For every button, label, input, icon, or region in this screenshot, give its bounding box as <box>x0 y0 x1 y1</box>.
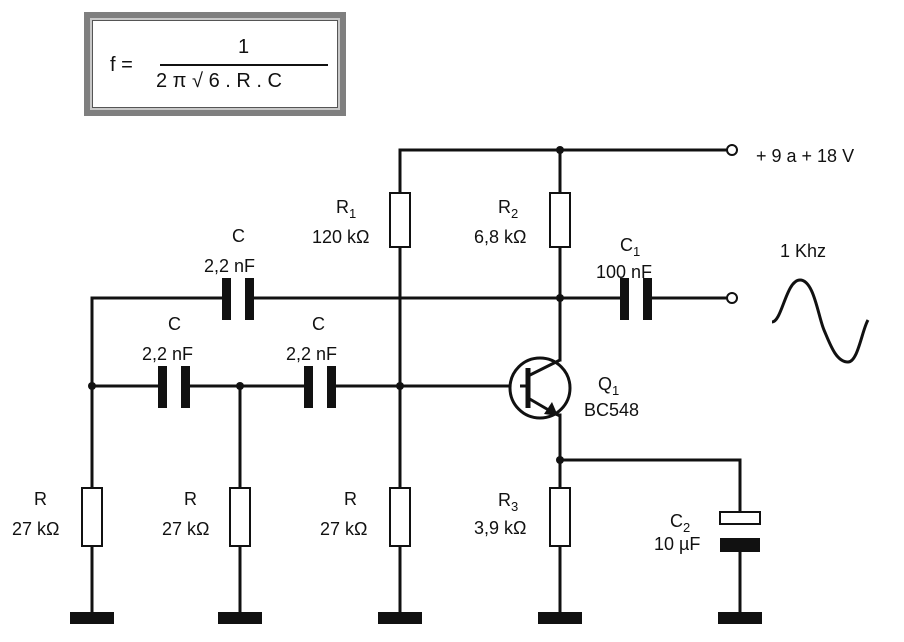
wires <box>90 148 742 614</box>
rb-name: R <box>184 489 197 509</box>
c-left-value: 2,2 nF <box>142 344 193 364</box>
r3-name: R3 <box>498 490 518 514</box>
r2-name: R2 <box>498 197 518 221</box>
transistor-q1 <box>508 356 572 420</box>
ground-icon <box>538 612 582 624</box>
formula-box: f = 1 2 π √ 6 . R . C <box>84 12 346 116</box>
r2-value: 6,8 kΩ <box>474 227 526 247</box>
ra-name: R <box>34 489 47 509</box>
resistor-r3 <box>549 487 571 547</box>
c2-value: 10 µF <box>654 534 700 554</box>
c-left-name: C <box>168 314 181 334</box>
capacitor-c-mid <box>304 366 336 408</box>
resistor-rb <box>229 487 251 547</box>
ground-icon <box>718 612 762 624</box>
supply-terminal <box>726 144 738 156</box>
ground-icon <box>70 612 114 624</box>
node-left <box>88 382 96 390</box>
r1-name: R1 <box>336 197 356 221</box>
formula-numerator: 1 <box>238 36 250 58</box>
fraction-bar <box>160 64 328 66</box>
c-mid-value: 2,2 nF <box>286 344 337 364</box>
rc-value: 27 kΩ <box>320 519 367 539</box>
ground-icon <box>378 612 422 624</box>
capacitor-c1 <box>620 278 652 320</box>
c1-value: 100 nF <box>596 262 652 282</box>
node-supply <box>556 146 564 154</box>
capacitor-c2 <box>719 511 761 552</box>
r3-value: 3,9 kΩ <box>474 518 526 538</box>
q1-name: Q1 <box>598 374 619 398</box>
output-frequency-label: 1 Khz <box>780 241 826 261</box>
node-collector <box>556 294 564 302</box>
supply-label: + 9 a + 18 V <box>756 146 854 166</box>
q1-part: BC548 <box>584 400 639 420</box>
resistor-r2 <box>549 192 571 248</box>
output-terminal <box>726 292 738 304</box>
rb-value: 27 kΩ <box>162 519 209 539</box>
sine-wave-icon <box>771 278 870 364</box>
capacitor-c-left <box>158 366 190 408</box>
node-mid <box>236 382 244 390</box>
c2-name: C2 <box>670 511 690 535</box>
capacitor-c-top <box>222 278 254 320</box>
c1-name: C1 <box>620 235 640 259</box>
ground-symbols <box>70 612 762 624</box>
node-emitter <box>556 456 564 464</box>
resistor-ra <box>81 487 103 547</box>
junction-nodes <box>88 146 564 464</box>
resistor-r1 <box>389 192 411 248</box>
rc-name: R <box>344 489 357 509</box>
ground-icon <box>218 612 262 624</box>
c-top-value: 2,2 nF <box>204 256 255 276</box>
resistor-rc <box>389 487 411 547</box>
r1-value: 120 kΩ <box>312 227 370 247</box>
ra-value: 27 kΩ <box>12 519 59 539</box>
formula-denominator: 2 π √ 6 . R . C <box>156 70 282 92</box>
c-mid-name: C <box>312 314 325 334</box>
node-base <box>396 382 404 390</box>
formula-lhs: f = <box>110 54 133 76</box>
c-top-name: C <box>232 226 245 246</box>
